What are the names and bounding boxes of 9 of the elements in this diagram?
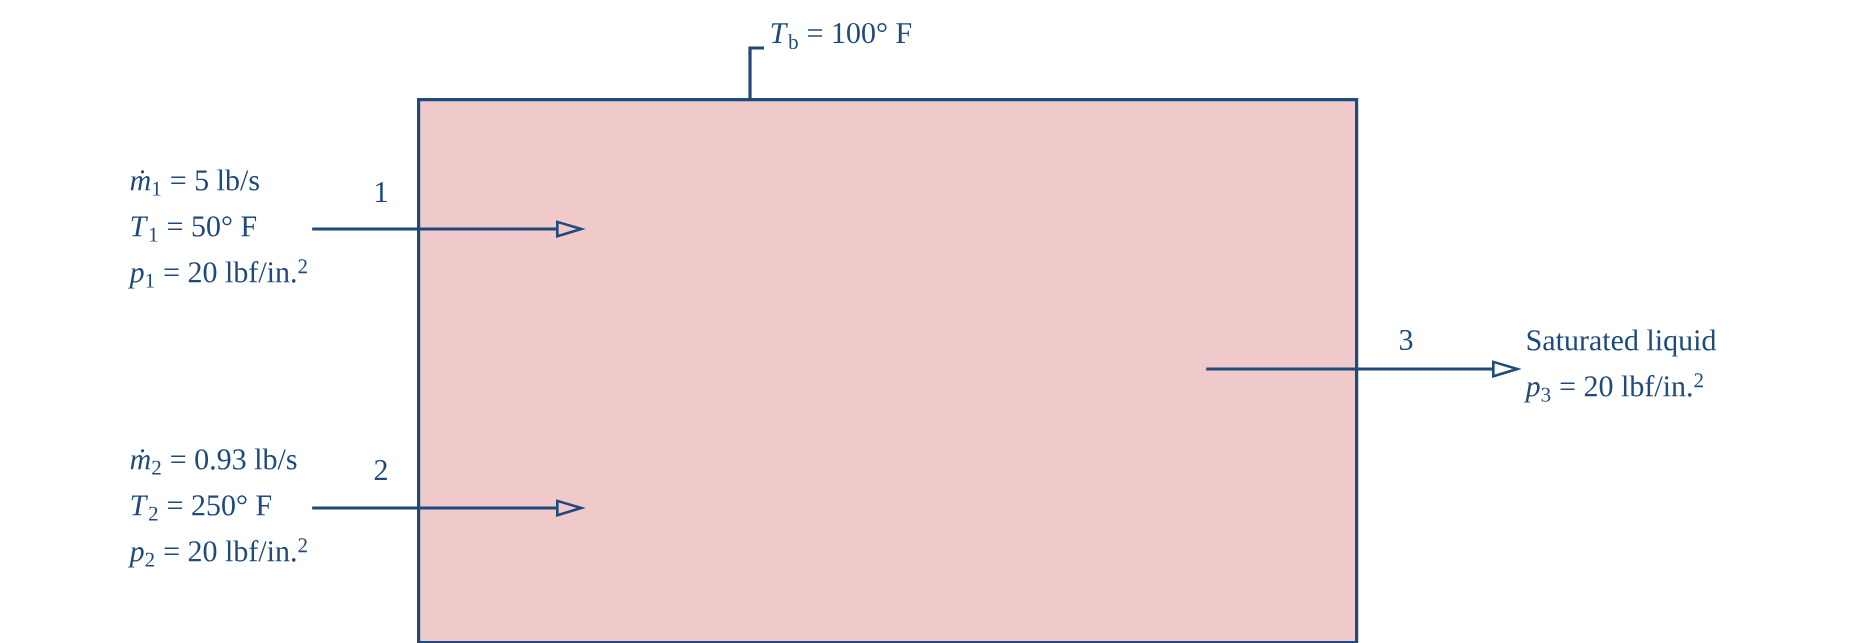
leader-line (748, 46, 764, 98)
edge-label: 3 (1399, 329, 1413, 351)
state-label: Saturated liquid p$_{3}$ = 20 lbf/in.$^{2}$ (1523, 329, 1717, 403)
state-label: ṁ$_{1}$ = 5 lb/s T$_{1}$ = 50° F p$_{1}$ = 20 lbf/in.$^{2}$ (127, 169, 307, 289)
temperature-label: T$_{b}$ = 100° F (771, 22, 912, 50)
edge-label: 2 (374, 460, 387, 480)
edge-label: 1 (376, 182, 387, 202)
state-label: ṁ$_{2}$ = 0.93 lb/s T$_{2}$ = 250° F p$_{2}$ = 20 lbf/in.$^{2}$ (127, 448, 307, 568)
control-volume-box (417, 98, 1359, 643)
